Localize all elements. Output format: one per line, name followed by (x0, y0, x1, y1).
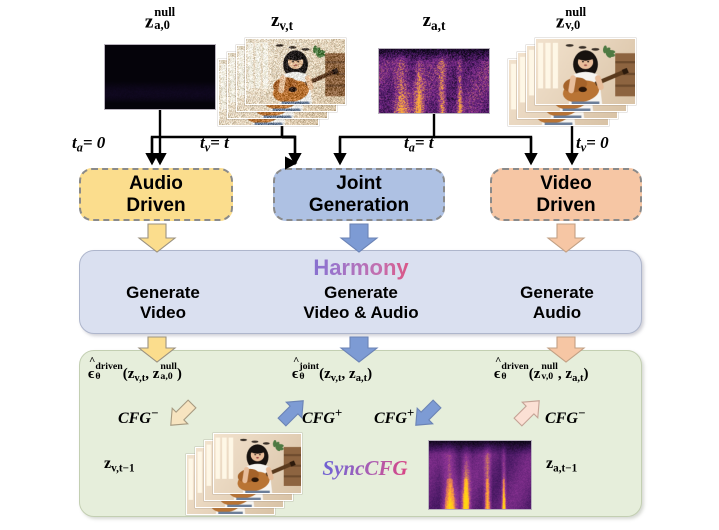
media-video-frame-stack-output (186, 433, 302, 515)
mode-line2-joint: Generation (309, 195, 409, 217)
video-frame (213, 433, 302, 494)
time-rest-a0: = 0 (83, 133, 105, 152)
input-label-noisy-video: zv,t (222, 11, 342, 32)
block-arrow-audio-driven (139, 224, 175, 252)
media-audio-spectrogram-noisy (378, 48, 490, 114)
sup-null-v: null (565, 6, 586, 19)
cfg-label-minus-left: CFG− (118, 406, 159, 428)
cfg-label-plus-right: CFG+ (374, 406, 414, 428)
cfg-text-3: CFG (545, 410, 578, 427)
time-rest-v0: = 0 (586, 133, 608, 152)
eps-sub-1: θ (299, 372, 319, 382)
harmony-left-text: Generate Video (98, 283, 228, 323)
cfg-sign-1: + (335, 406, 342, 420)
cfg-text-0: CFG (118, 410, 151, 427)
video-frame (535, 38, 636, 105)
harmony-brand-label: Harmony (286, 255, 436, 281)
output-sub-v: v,t−1 (111, 462, 134, 474)
sup-null: null (154, 6, 175, 19)
mode-box-audio-driven[interactable]: Audio Driven (79, 168, 233, 221)
cfg-text-2: CFG (374, 410, 407, 427)
mode-line1-audio: Audio (129, 173, 183, 195)
harmony-left-line2: Video (98, 303, 228, 323)
eps-sub-0: θ (95, 372, 122, 382)
time-rest-at: = t (415, 133, 434, 152)
output-label-audio: za,t−1 (546, 456, 577, 475)
output-sub-a: a,t−1 (553, 462, 577, 474)
video-frame (245, 38, 346, 105)
harmony-center-line1: Generate (276, 283, 446, 303)
mode-line2-audio: Driven (126, 195, 185, 217)
media-audio-spectrogram-output (428, 440, 532, 510)
cfg-text-1: CFG (302, 410, 335, 427)
output-label-video: zv,t−1 (104, 456, 135, 475)
mode-line1-joint: Joint (336, 173, 381, 195)
media-audio-spectrogram-null (104, 44, 216, 110)
block-arrows-to-harmony (139, 224, 584, 252)
cfg-sign-0: − (151, 406, 159, 420)
mode-box-video-driven[interactable]: Video Driven (490, 168, 642, 221)
time-rest-vt: = t (210, 133, 229, 152)
harmony-center-text: Generate Video & Audio (276, 283, 446, 323)
cfg-label-plus-left: CFG+ (302, 406, 342, 428)
harmony-right-line2: Audio (492, 303, 622, 323)
block-arrow-joint-generation (341, 224, 377, 252)
block-arrow-video-driven (548, 224, 584, 252)
time-label-video-zero: tv= 0 (576, 133, 609, 155)
cfg-sign-2: + (407, 406, 414, 420)
time-label-audio-zero: ta= 0 (72, 133, 105, 155)
media-video-frame-stack-noisy (218, 38, 346, 126)
input-label-null-audio: znulla,0 (104, 6, 216, 32)
harmony-left-line1: Generate (98, 283, 228, 303)
media-video-frame-stack-clean (508, 38, 636, 126)
mode-line1-video: Video (540, 173, 591, 195)
eps-sub-2: θ (501, 372, 528, 382)
harmony-center-line2: Video & Audio (276, 303, 446, 323)
epsilon-driven-left: ^ϵdrivenθ (zv,t, znulla,0) (88, 362, 182, 385)
sub-a0: a,0 (154, 19, 175, 32)
epsilon-driven-right: ^ϵdrivenθ (znullv,0, za,t) (494, 362, 588, 385)
input-label-noisy-audio: za,t (376, 11, 492, 32)
sub-v0: v,0 (565, 19, 586, 32)
mode-box-joint-generation[interactable]: Joint Generation (273, 168, 445, 221)
cfg-label-minus-right: CFG− (545, 406, 586, 428)
time-label-audio-t: ta= t (404, 133, 434, 155)
harmony-right-text: Generate Audio (492, 283, 622, 323)
sub-at: a,t (431, 18, 445, 33)
mode-line2-video: Driven (536, 195, 595, 217)
harmony-right-line1: Generate (492, 283, 622, 303)
cfg-sign-3: − (578, 406, 586, 420)
input-label-clean-video: znullv,0 (508, 6, 634, 32)
epsilon-joint: ^ϵjointθ (zv,t, za,t) (292, 362, 372, 385)
time-label-video-t: tv= t (200, 133, 229, 155)
sub-vt: v,t (279, 18, 293, 33)
synccfg-brand-label: SyncCFG (305, 456, 425, 481)
